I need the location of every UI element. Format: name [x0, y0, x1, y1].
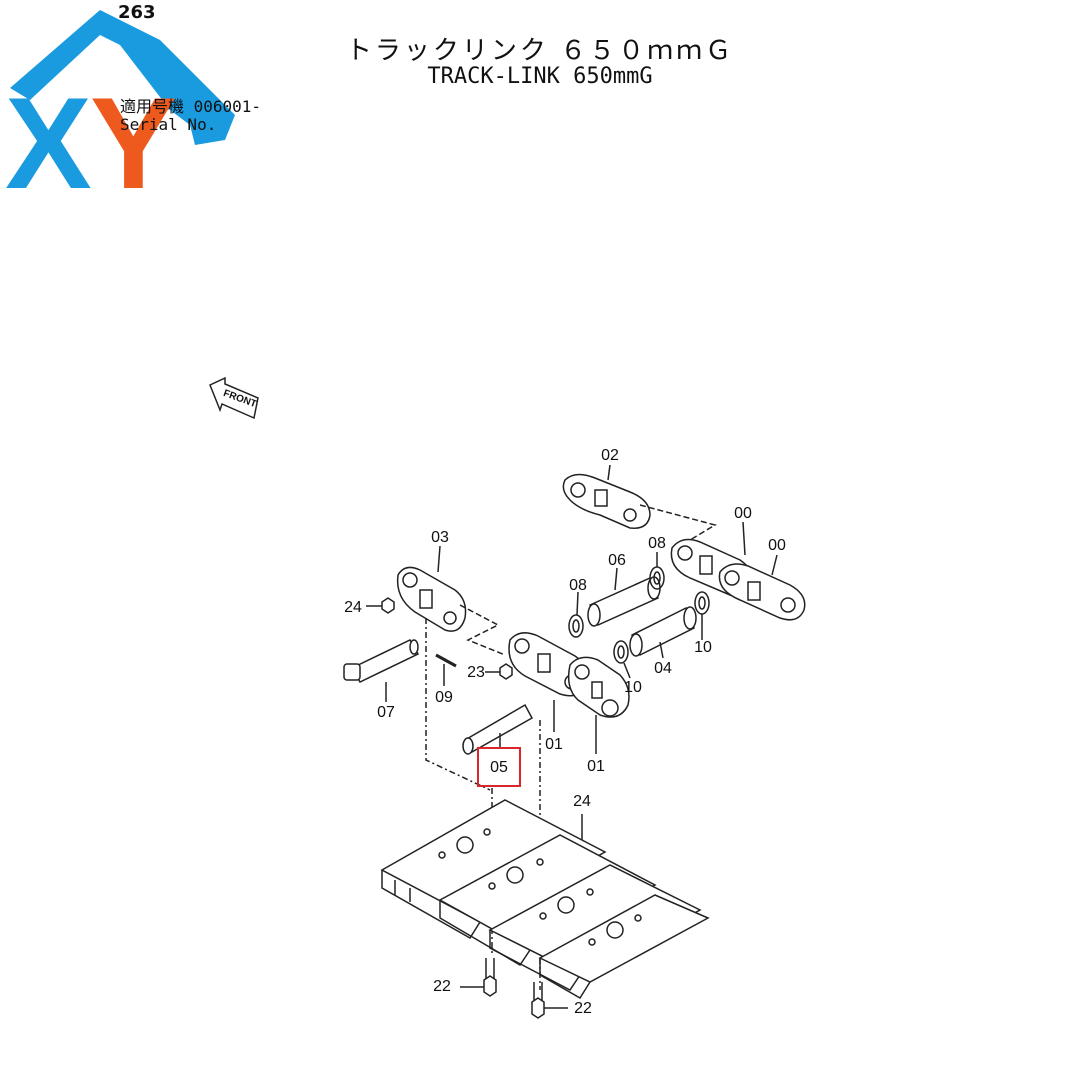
bolt-22-a	[483, 958, 497, 997]
callout-07: 07	[377, 704, 395, 721]
pin-05	[462, 703, 534, 755]
serial-info: 適用号機 006001- Serial No.	[120, 98, 261, 134]
pin-07	[343, 639, 420, 683]
bushing-06	[587, 576, 661, 627]
highlight-box-05	[477, 747, 521, 787]
callout-22-a: 22	[433, 978, 451, 995]
logo-letter-x: X	[5, 70, 92, 200]
callout-08-b: 08	[648, 535, 666, 552]
nut-23	[499, 663, 513, 680]
callout-06: 06	[608, 552, 626, 569]
seal-08-a	[568, 614, 584, 638]
bolt-22-b	[531, 982, 545, 1019]
link-02	[562, 473, 651, 529]
page-number: 263	[118, 2, 156, 23]
logo-letter-y: Y	[90, 70, 177, 200]
callout-00-a: 00	[734, 505, 752, 522]
xy-logo: X Y	[5, 10, 235, 200]
excavator-arm-icon	[10, 10, 235, 145]
callout-05: 05	[490, 759, 508, 776]
track-shoe-4	[538, 894, 710, 1000]
callout-02: 02	[601, 447, 619, 464]
callout-24-a: 24	[344, 599, 362, 616]
title-japanese: トラックリンク ６５０ｍｍＧ	[345, 36, 735, 66]
callout-09: 09	[435, 689, 453, 706]
front-arrow-icon: FRONT	[209, 376, 259, 420]
link-00-b	[718, 563, 806, 621]
link-01-b	[567, 656, 630, 718]
callout-10-b: 10	[624, 679, 642, 696]
pin-09	[435, 653, 457, 668]
bushing-04	[629, 606, 697, 657]
callout-10-a: 10	[694, 639, 712, 656]
ring-10-a	[694, 591, 710, 615]
title-english: TRACK-LINK 650mmG	[427, 64, 653, 89]
callout-23: 23	[467, 664, 485, 681]
ring-10-b	[613, 640, 629, 664]
serial-jp: 適用号機 006001-	[120, 97, 262, 116]
callout-01-b: 01	[587, 758, 605, 775]
callout-00-b: 00	[768, 537, 786, 554]
callout-01-a: 01	[545, 736, 563, 753]
callout-22-b: 22	[574, 1000, 592, 1017]
callout-08-a: 08	[569, 577, 587, 594]
callout-03: 03	[431, 529, 449, 546]
callout-04: 04	[654, 660, 672, 677]
serial-en: Serial No.	[120, 115, 217, 134]
callout-24-b: 24	[573, 793, 591, 810]
link-03	[396, 566, 467, 632]
nut-24	[381, 597, 395, 614]
